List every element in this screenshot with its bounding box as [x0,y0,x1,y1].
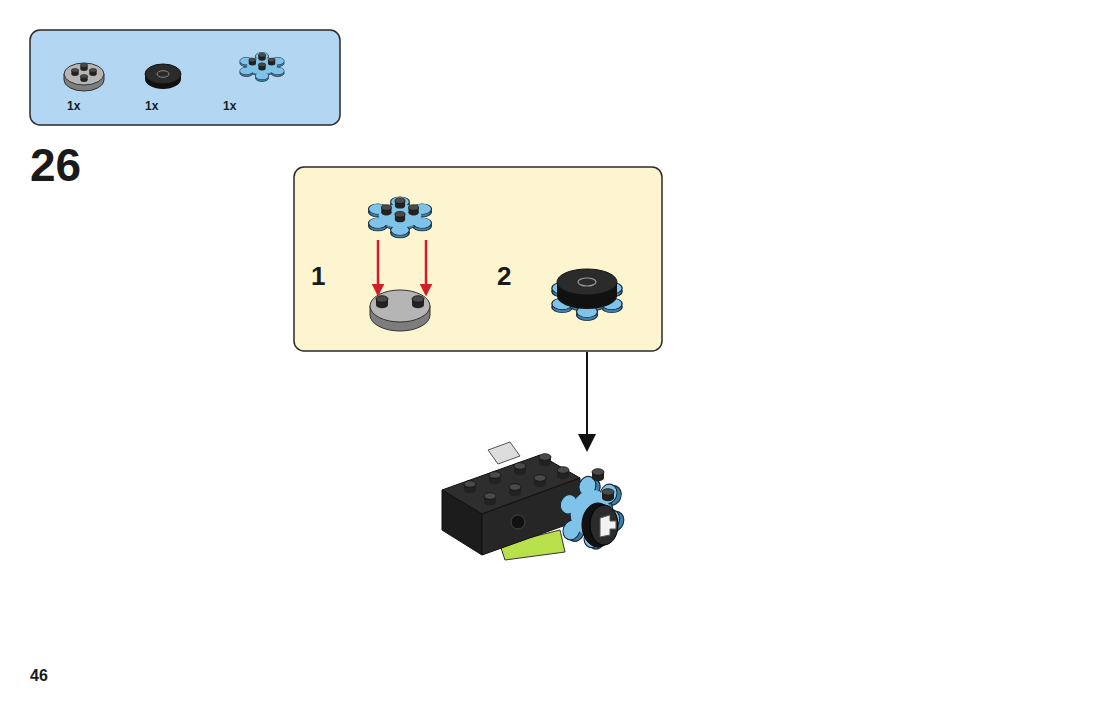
placement-arrow [586,352,588,440]
part-quantity: 1x [67,100,80,112]
round-plate [370,289,430,331]
model [442,442,635,560]
flower-plate [369,197,432,238]
part-quantity: 1x [145,100,158,112]
part-quantity: 1x [223,100,236,112]
substep-number: 2 [497,263,511,289]
callout-box: 12 [294,167,662,351]
parts-panel: 1x 1x 1x [30,30,340,125]
flower-plate [240,52,284,81]
substep-number: 1 [311,263,325,289]
callout-box [294,167,662,351]
assembly-arrow [425,240,428,294]
assembly-arrow [377,240,380,294]
round-tile [145,64,181,89]
round-plate [64,63,104,91]
placement-arrow [578,434,596,452]
parts-panel [30,30,340,125]
sub-assembly [552,269,622,321]
page-number: 46 [30,668,48,684]
step-number: 26 [30,142,81,188]
